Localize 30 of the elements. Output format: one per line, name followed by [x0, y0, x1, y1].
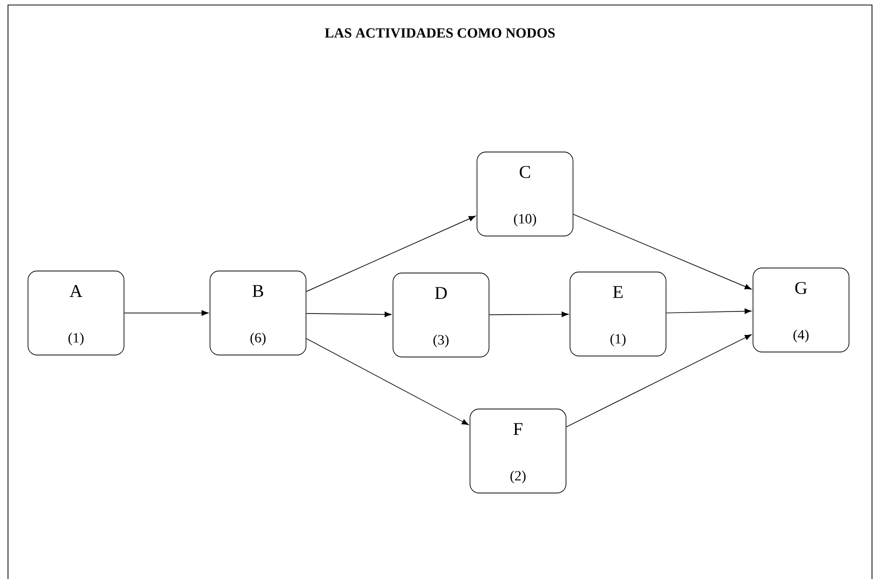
- activity-letter: A: [70, 285, 82, 297]
- activity-duration: (3): [433, 334, 449, 348]
- activity-box: [28, 270, 124, 356]
- activity-box: [470, 408, 566, 494]
- arrow: [306, 216, 476, 292]
- activity-letter: E: [613, 286, 623, 298]
- activity-letter: D: [435, 287, 447, 299]
- activity-box: [570, 272, 666, 356]
- arrow: [666, 308, 752, 314]
- activity-letter: C: [520, 166, 530, 178]
- arrow: [573, 214, 752, 290]
- activity-box: [752, 268, 850, 352]
- arrow: [306, 338, 469, 426]
- activity-duration: (1): [68, 332, 84, 346]
- activity-letter: F: [514, 423, 522, 435]
- activity-box: [210, 270, 306, 356]
- arrow: [489, 312, 569, 318]
- activity-duration: (10): [514, 214, 536, 226]
- arrow: [124, 310, 209, 316]
- activity-duration: (2): [510, 470, 526, 484]
- activity-box: [392, 272, 490, 358]
- activity-duration: (4): [793, 330, 809, 342]
- activity-letter: B: [252, 285, 264, 297]
- activity-duration: (6): [250, 332, 266, 346]
- activity-box: [476, 152, 574, 236]
- activity-letter: G: [795, 282, 807, 294]
- activity-duration: (1): [610, 334, 626, 346]
- arrow: [566, 334, 752, 428]
- title: LAS ACTIVIDADES COMO NODOS: [324, 28, 555, 38]
- arrow: [306, 312, 392, 318]
